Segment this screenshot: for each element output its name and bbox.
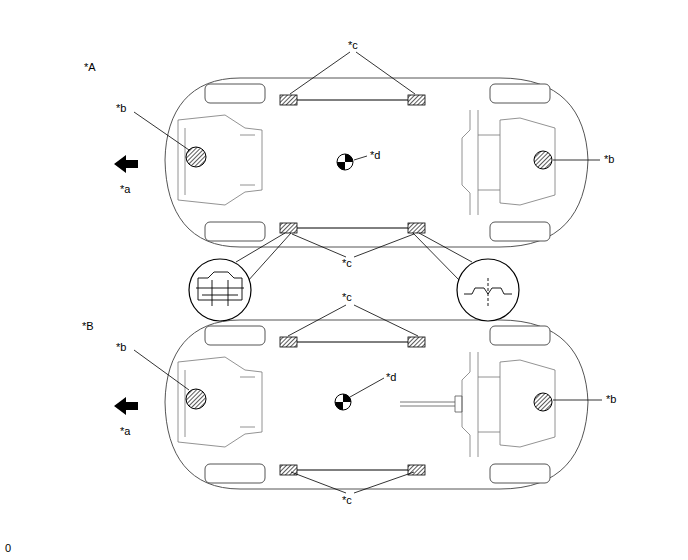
vehicle-a xyxy=(114,78,588,247)
callout-label: 0 xyxy=(5,542,11,555)
callout-label: *c xyxy=(348,39,358,52)
callout-label: *A xyxy=(84,61,96,74)
callout-label: *c xyxy=(342,291,352,304)
center-of-gravity xyxy=(337,154,353,170)
leader-lines xyxy=(134,52,602,493)
callout-label: *B xyxy=(82,320,94,333)
vehicle-b xyxy=(114,320,588,489)
detail-bubbles xyxy=(189,259,519,321)
callout-label: *d xyxy=(386,371,396,384)
callout-label: *b xyxy=(116,102,126,115)
callout-label: *d xyxy=(370,149,380,162)
callout-label: *a xyxy=(120,183,130,196)
callout-label: *b xyxy=(606,393,616,406)
callout-label: *b xyxy=(116,341,126,354)
callout-label: *a xyxy=(120,425,130,438)
callout-label: *c xyxy=(342,257,352,270)
center-of-gravity xyxy=(335,394,351,410)
callout-label: *b xyxy=(604,153,614,166)
callout-label: *c xyxy=(342,494,352,507)
